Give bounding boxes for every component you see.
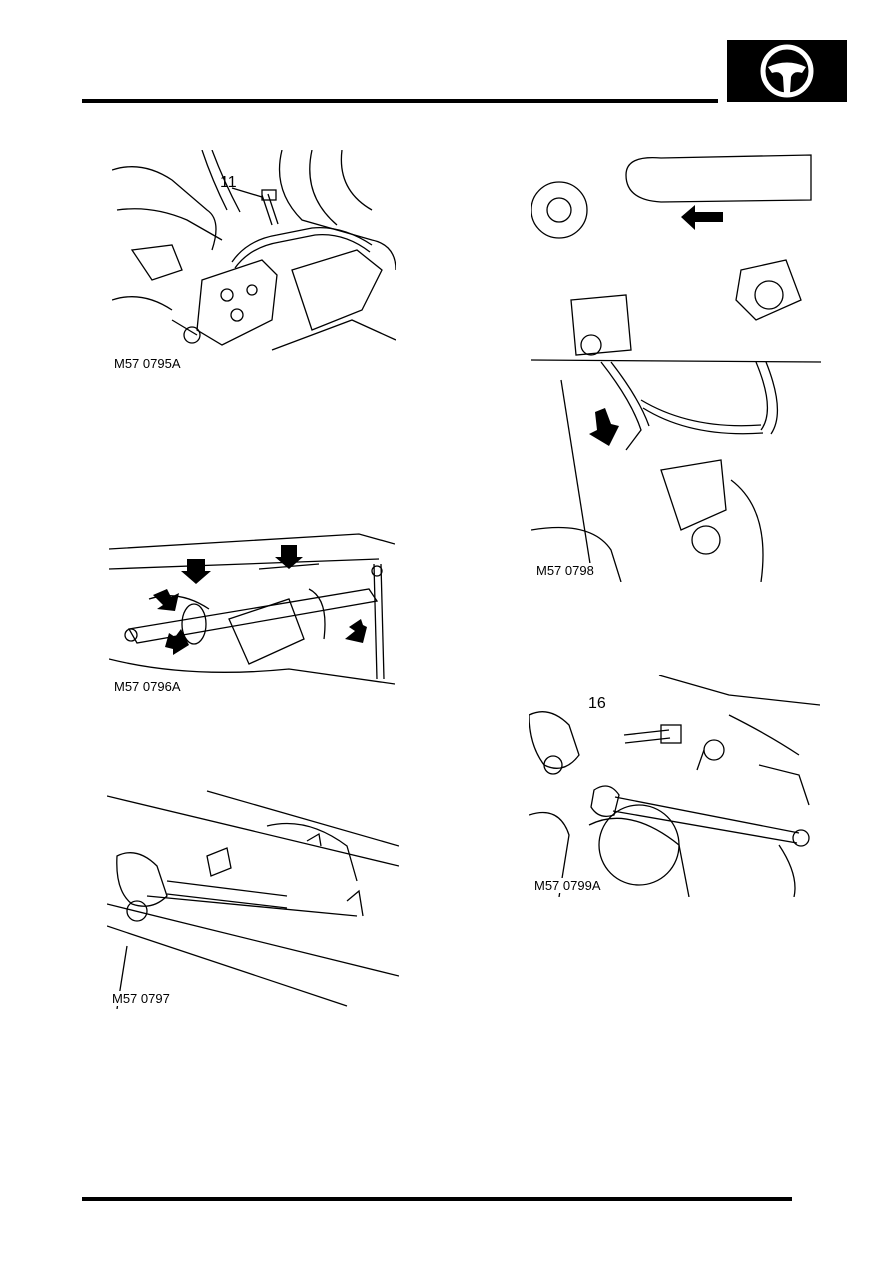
steering-wheel-icon: [760, 44, 814, 98]
illustration-drawing: [529, 675, 820, 897]
arrow-icons: [153, 545, 367, 655]
figure-m57-0797: M57 0797: [107, 786, 399, 1009]
callout-label: 11: [220, 174, 237, 191]
illustration-drawing: [531, 154, 821, 582]
figure-m57-0796a: M57 0796A: [109, 529, 395, 695]
figure-caption: M57 0796A: [112, 679, 183, 694]
figure-m57-0795a: 11 M57 0795A: [112, 150, 396, 372]
figure-caption: M57 0795A: [112, 356, 183, 371]
figure-m57-0799a: 16 M57 0799A: [529, 675, 820, 897]
figure-caption: M57 0798: [534, 563, 596, 578]
figure-caption: M57 0797: [110, 991, 172, 1006]
footer-rule: [82, 1197, 792, 1201]
figure-caption: M57 0799A: [532, 878, 603, 893]
illustration-drawing: [107, 790, 399, 1009]
illustration-drawing: [109, 533, 395, 685]
arrow-icons: [589, 205, 723, 446]
header-rule: [82, 99, 718, 103]
illustration-drawing: [112, 150, 396, 351]
figure-m57-0798: M57 0798: [531, 150, 821, 582]
callout-label: 16: [588, 695, 606, 712]
section-tab: [727, 40, 847, 102]
